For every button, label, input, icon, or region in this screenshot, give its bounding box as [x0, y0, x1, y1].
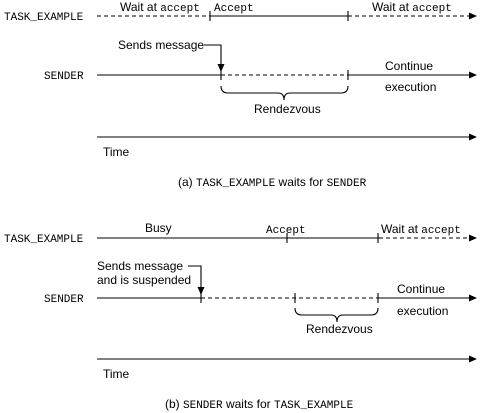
part-a: TASK_EXAMPLE Wait at accept Accept Wait … [4, 0, 477, 190]
rendezvous-brace-b [294, 307, 379, 323]
sends-message-pointer-b [188, 265, 202, 288]
caption-b: (b) SENDER waits for TASK_EXAMPLE [165, 397, 354, 412]
accept-label-b: Accept [266, 225, 306, 237]
sender-label-b: SENDER [44, 294, 84, 306]
sends-message-label-b: Sends message [97, 259, 183, 273]
time-label-a: Time [103, 145, 130, 159]
execution-label-b: execution [397, 304, 448, 318]
rendezvous-label-a: Rendezvous [254, 102, 321, 116]
sender-arrowhead-b [469, 294, 477, 302]
continue-label-a: Continue [385, 59, 433, 73]
sender-arrowhead-a [469, 71, 477, 79]
execution-label-a: execution [385, 80, 436, 94]
caption-a: (a) TASK_EXAMPLE waits for SENDER [178, 175, 367, 190]
accept-label-a: Accept [214, 3, 254, 15]
wait-at-accept-label-2-a: Wait at accept [372, 0, 452, 15]
time-label-b: Time [103, 367, 130, 381]
busy-label-b: Busy [145, 221, 172, 235]
time-axis-arrowhead-a [469, 133, 477, 141]
task-example-label-b: TASK_EXAMPLE [4, 234, 84, 246]
task-arrowhead-b [469, 234, 477, 242]
task-example-label-a: TASK_EXAMPLE [4, 12, 84, 24]
rendezvous-brace-a [220, 85, 349, 101]
wait-at-accept-label-b: Wait at accept [381, 222, 461, 237]
suspended-label-b: and is suspended [97, 273, 191, 287]
rendezvous-label-b: Rendezvous [306, 322, 373, 336]
sends-message-label-a: Sends message [118, 38, 204, 52]
task-arrowhead-a [469, 12, 477, 20]
sender-label-a: SENDER [44, 71, 84, 83]
time-axis-arrowhead-b [469, 355, 477, 363]
wait-at-accept-label-1-a: Wait at accept [120, 0, 200, 15]
continue-label-b: Continue [397, 282, 445, 296]
sends-message-arrowhead-b [197, 287, 205, 295]
sends-message-arrowhead-a [217, 64, 225, 72]
part-b: TASK_EXAMPLE Busy Accept Wait at accept … [4, 221, 477, 412]
sends-message-pointer-a [204, 44, 222, 65]
